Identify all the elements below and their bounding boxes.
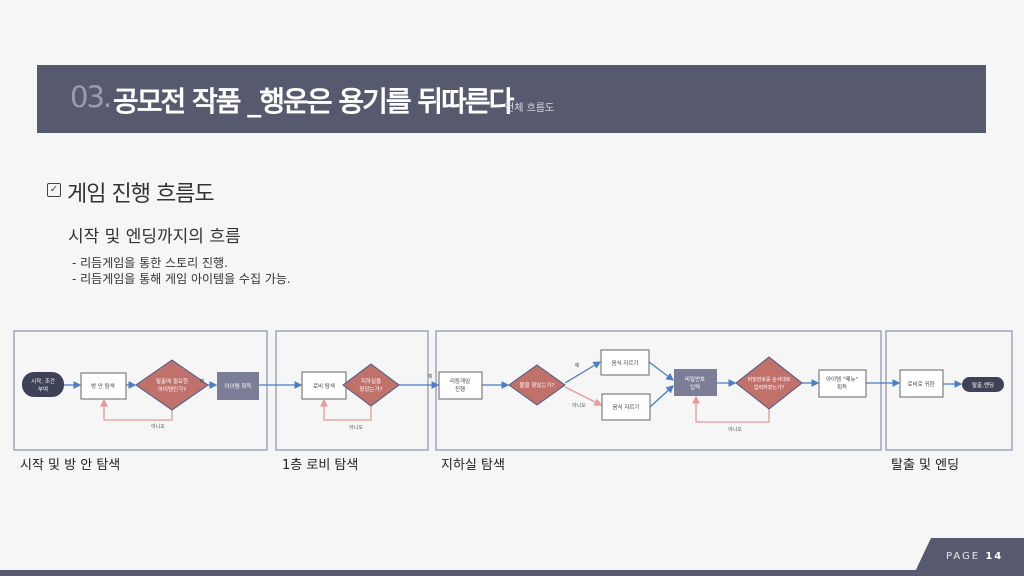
node-label: 부여 [38,385,48,393]
process-get-menu [818,369,867,398]
process-return-lobby [899,369,944,398]
arrow-no [100,398,173,421]
node-label: 시작, 조건 [31,378,55,385]
process-cut-food-2 [601,393,651,421]
arrow [564,361,602,384]
caption-lobby: 1층 로비 탐색 [282,458,359,473]
node-label: 로비로 귀환 [907,380,934,388]
footer-page-tab [913,538,1024,576]
caption-start: 시작 및 방 안 탐색 [20,458,121,473]
checkbox-icon: ✓ [47,183,61,197]
node-label: 입력하였는가? [754,384,785,391]
node-label: 진행 [455,385,465,393]
node-label: 음식 자르기 [611,359,638,367]
edge-label-no: 아니오 [572,402,586,409]
caption-ending: 탈출 및 엔딩 [891,458,960,473]
page-number: 14 [985,551,1004,562]
page-title: 공모전 작품 _행운은 용기를 뒤따른다 [113,85,514,118]
arrow-no [692,395,770,423]
node-label: 방 안 탐색 [91,382,115,390]
end-terminal [962,377,1004,392]
edge-label-no: 아니오 [349,424,363,431]
decision-light [508,364,566,406]
arrow-no [564,386,603,406]
page-indicator: PAGE 14 [946,551,1003,562]
node-label: 로비 탐색 [313,382,335,390]
footer-bar [0,570,1024,576]
decision-basement [342,363,400,407]
node-label: 불을 찾았는가? [519,381,554,389]
edge-label-no: 아니오 [151,423,165,430]
edge-label-yes: 예 [200,378,205,385]
process-rhythm-game [438,371,483,400]
node-label: 음식 자르기 [612,403,639,411]
page-subtitle: 전체 흐름도 [505,103,555,114]
node-label: 아이템 "메뉴" [826,375,858,383]
header-banner [37,65,986,133]
arrow [649,385,674,408]
node-label: 비밀번호 [685,375,705,383]
node-label: 아이템인가? [158,385,186,393]
panel-ending [885,330,1013,451]
bullet-item: - 리듬게임을 통한 스토리 진행. [72,256,228,270]
node-label: 리듬게임 [450,377,470,385]
node-label: 탈출,엔딩 [972,381,994,389]
arrow-no [320,398,372,421]
panel-start [13,330,268,451]
node-label: 지하실을 [361,377,381,385]
panel-basement [435,330,882,451]
panel-lobby [275,330,429,451]
caption-basement: 지하실 탐색 [441,458,505,473]
process-get-item [217,372,259,400]
process-explore-room [80,372,127,400]
arrow [648,361,675,381]
decision-item [135,359,209,411]
process-cut-food-1 [600,349,650,376]
section-number: 03. [70,80,112,114]
section-title: 게임 진행 흐름도 [67,182,215,207]
start-terminal [22,372,64,397]
page-label: PAGE [946,551,981,562]
node-label: 획득 [837,383,847,391]
bullet-item: - 리듬게임을 통해 게임 아이템을 수집 가능. [72,272,291,286]
node-label: 아이템 획득 [224,382,251,390]
node-label: 탈출에 필요한 [156,377,188,385]
edge-label-yes: 예 [575,362,580,369]
edge-label-yes: 예 [428,373,433,380]
node-label: 비밀번호를 순서대로 [748,376,791,383]
node-label: 입력 [690,383,700,391]
section-subtitle: 시작 및 엔딩까지의 흐름 [68,227,241,247]
edge-label-no: 아니오 [728,426,742,433]
node-label: 찾았는가? [359,385,382,393]
decision-password [735,356,803,410]
process-password-input [674,369,717,396]
